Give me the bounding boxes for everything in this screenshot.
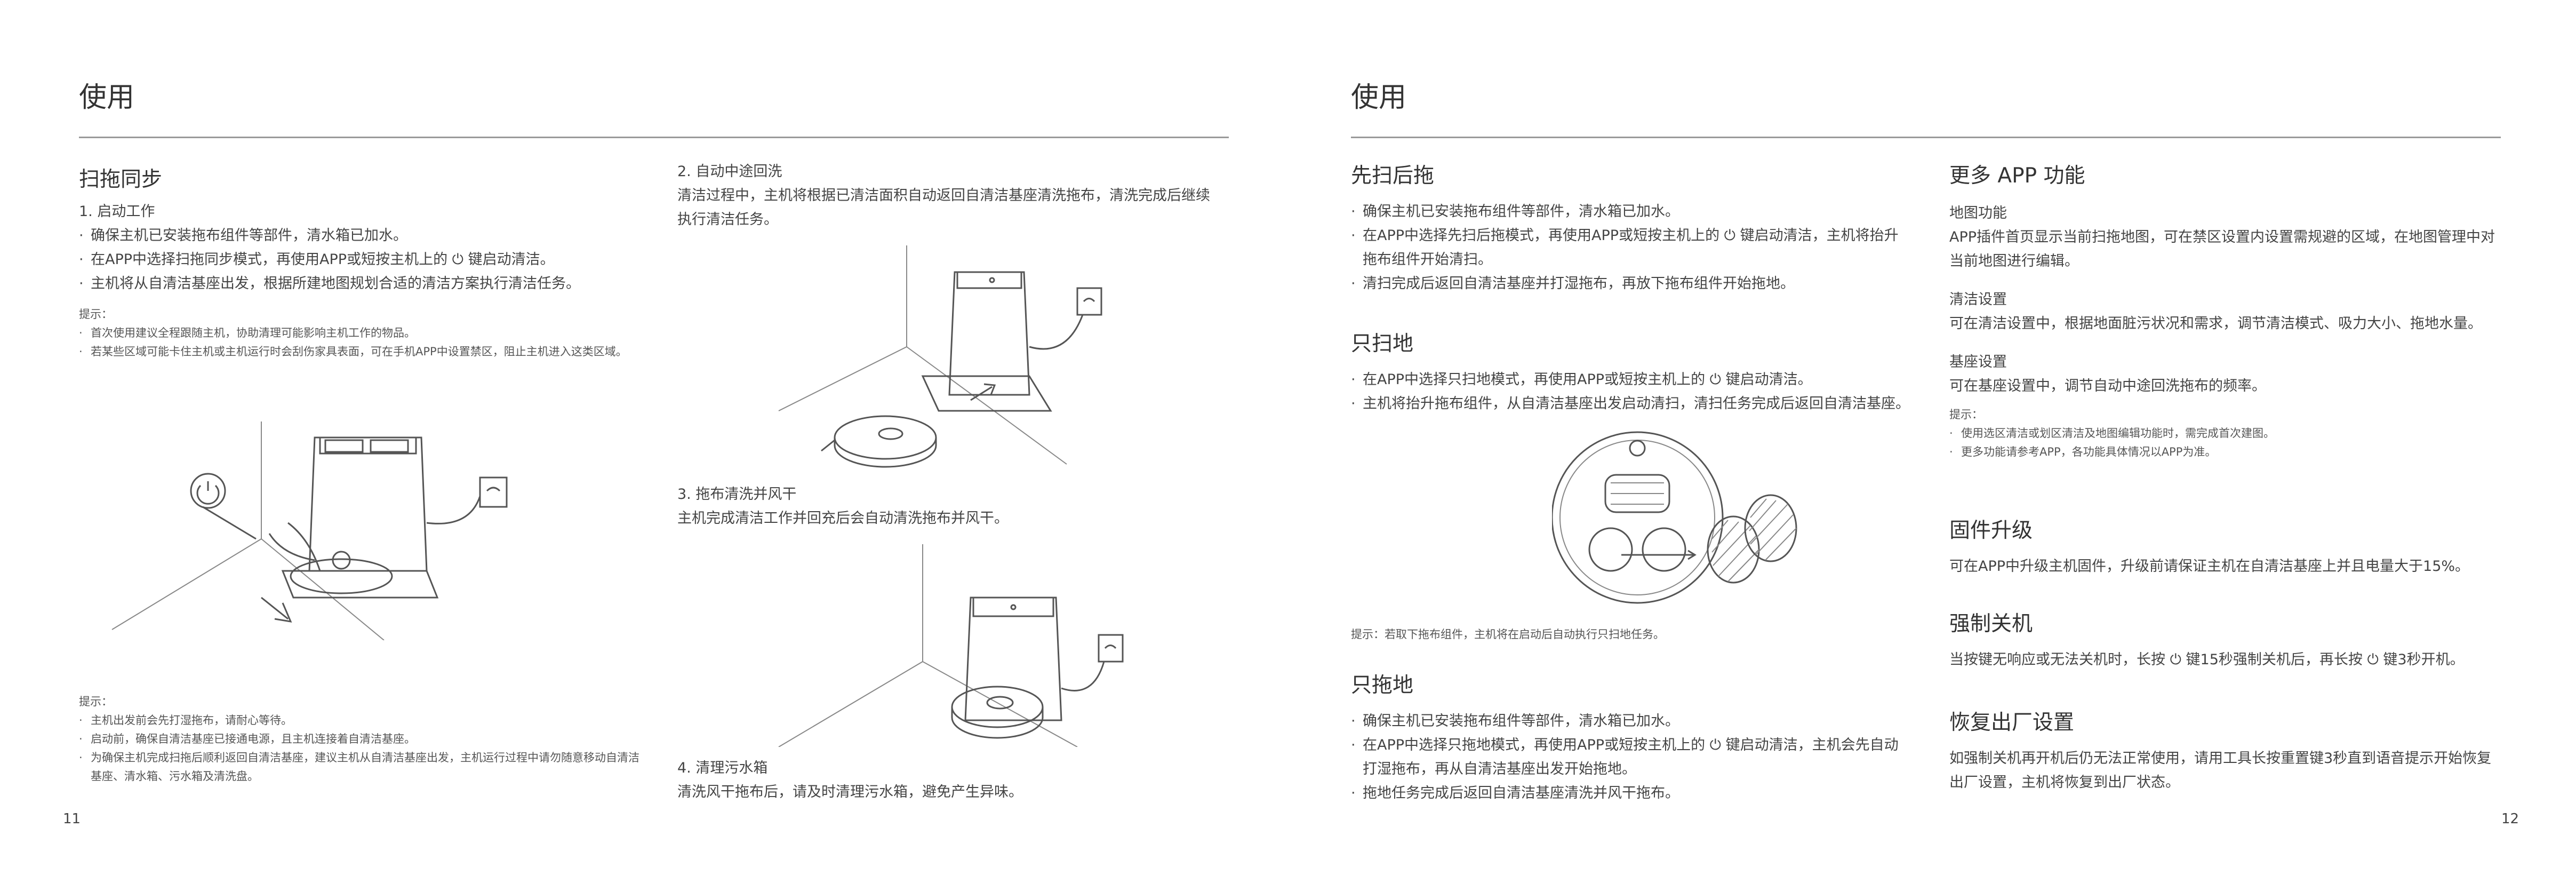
step1-item: 在APP中选择扫拖同步模式，再使用APP或短按主机上的 ⏻ 键启动清洁。 (79, 248, 644, 272)
illustration-remove-mop (1552, 431, 1797, 604)
firmware-heading: 固件升级 (1949, 519, 2033, 543)
mop-only-item: 确保主机已安装拖布组件等部件，清水箱已加水。 (1351, 709, 1900, 733)
more-app-tip-label: 提示： (1949, 408, 1983, 421)
step1-title: 1. 启动工作 (79, 203, 155, 220)
step1-tip-label: 提示： (79, 308, 113, 321)
clean-settings-title: 清洁设置 (1949, 291, 2007, 308)
sweep-only-block: 只扫地 在APP中选择只扫地模式，再使用APP或短按主机上的 ⏻ 键启动清洁。 … (1351, 328, 1922, 416)
step1-tip: 若某些区域可能卡住主机或主机运行时会刮伤家具表面，可在手机APP中设置禁区，阻止… (79, 343, 645, 361)
mop-only-item: 拖地任务完成后返回自清洁基座清洗并风干拖布。 (1351, 781, 1900, 805)
sweep-only-item: 在APP中选择只扫地模式，再使用APP或短按主机上的 ⏻ 键启动清洁。 (1351, 368, 1922, 392)
bottom-tip: 启动前，确保自清洁基座已接通电源，且主机连接着自清洁基座。 (79, 730, 644, 749)
sweep-only-tip: 提示：若取下拖布组件，主机将在启动后自动执行只扫地任务。 (1351, 628, 1665, 641)
bottom-tip-label: 提示： (79, 695, 113, 708)
sweep-then-mop-heading: 先扫后拖 (1351, 164, 1435, 188)
bottom-tip: 为确保主机完成扫拖后顺利返回自清洁基座，建议主机从自清洁基座出发，主机运行过程中… (79, 749, 645, 786)
factory-reset-block: 恢复出厂设置 如强制关机再开机后仍无法正常使用，请用工具长按重置键3秒直到语音提… (1949, 707, 2504, 794)
more-app-tip: 使用选区清洁或划区清洁及地图编辑功能时，需完成首次建图。 (1949, 424, 2504, 443)
firmware-block: 固件升级 可在APP中升级主机固件，升级前请保证主机在自清洁基座上并且电量大于1… (1949, 515, 2504, 578)
illustration-mop-wash-dry (778, 544, 1124, 747)
sweep-then-mop-block: 先扫后拖 确保主机已安装拖布组件等部件，清水箱已加水。 在APP中选择先扫后拖模… (1351, 160, 1900, 296)
map-function-title: 地图功能 (1949, 205, 2007, 221)
illustration-auto-return-wash (778, 245, 1102, 468)
step1-tip: 首次使用建议全程跟随主机，协助清理可能影响主机工作的物品。 (79, 324, 644, 343)
map-function-text: APP插件首页显示当前扫拖地图，可在禁区设置内设置需规避的区域，在地图管理中对当… (1949, 229, 2495, 269)
step1-block: 1. 启动工作 确保主机已安装拖布组件等部件，清水箱已加水。 在APP中选择扫拖… (79, 200, 644, 361)
step1-item: 主机将从自清洁基座出发，根据所建地图规划合适的清洁方案执行清洁任务。 (79, 272, 644, 296)
sweep-then-mop-item: 在APP中选择先扫后拖模式，再使用APP或短按主机上的 ⏻ 键启动清洁，主机将抬… (1351, 224, 1900, 272)
step2-title: 2. 自动中途回洗 (677, 163, 782, 180)
clean-settings-text: 可在清洁设置中，根据地面脏污状况和需求，调节清洁模式、吸力大小、拖地水量。 (1949, 315, 2482, 332)
more-app-block: 更多 APP 功能 地图功能 APP插件首页显示当前扫拖地图，可在禁区设置内设置… (1949, 160, 2504, 462)
mop-only-item: 在APP中选择只拖地模式，再使用APP或短按主机上的 ⏻ 键启动清洁，主机会先自… (1351, 733, 1900, 781)
sweep-only-heading: 只扫地 (1351, 332, 1414, 356)
illustration-start-cleaning (111, 421, 508, 640)
mop-only-heading: 只拖地 (1351, 673, 1414, 697)
base-settings-text: 可在基座设置中，调节自动中途回洗拖布的频率。 (1949, 378, 2266, 394)
base-settings-title: 基座设置 (1949, 354, 2007, 370)
force-off-heading: 强制关机 (1949, 612, 2033, 636)
step3-text: 主机完成清洁工作并回充后会自动清洗拖布并风干。 (677, 510, 1009, 527)
force-off-text: 当按键无响应或无法关机时，长按 ⏻ 键15秒强制关机后，再长按 ⏻ 键3秒开机。 (1949, 651, 2465, 668)
force-off-block: 强制关机 当按键无响应或无法关机时，长按 ⏻ 键15秒强制关机后，再长按 ⏻ 键… (1949, 608, 2504, 672)
left-page-number: 11 (63, 811, 81, 827)
right-page-title: 使用 (1351, 82, 1407, 114)
mop-only-block: 只拖地 确保主机已安装拖布组件等部件，清水箱已加水。 在APP中选择只拖地模式，… (1351, 670, 1900, 805)
right-page-number: 12 (2501, 811, 2519, 827)
sweep-only-item: 主机将抬升拖布组件，从自清洁基座出发启动清扫，清扫任务完成后返回自清洁基座。 (1351, 392, 1922, 416)
step2-block: 2. 自动中途回洗 清洁过程中，主机将根据已清洁面积自动返回自清洁基座清洗拖布，… (677, 160, 1224, 232)
step3-block: 3. 拖布清洗并风干 主机完成清洁工作并回充后会自动清洗拖布并风干。 (677, 483, 1224, 530)
step1-item: 确保主机已安装拖布组件等部件，清水箱已加水。 (79, 224, 644, 248)
firmware-text: 可在APP中升级主机固件，升级前请保证主机在自清洁基座上并且电量大于15%。 (1949, 558, 2470, 575)
more-app-tip: 更多功能请参考APP，各功能具体情况以APP为准。 (1949, 443, 2504, 462)
sweep-then-mop-item: 清扫完成后返回自清洁基座并打湿拖布，再放下拖布组件开始拖地。 (1351, 272, 1900, 296)
step2-text: 清洁过程中，主机将根据已清洁面积自动返回自清洁基座清洗拖布，清洗完成后继续执行清… (677, 187, 1210, 228)
factory-reset-text: 如强制关机再开机后仍无法正常使用，请用工具长按重置键3秒直到语音提示开始恢复出厂… (1949, 750, 2492, 791)
right-title-divider (1351, 137, 2501, 138)
step4-block: 4. 清理污水箱 清洗风干拖布后，请及时清理污水箱，避免产生异味。 (677, 757, 1224, 804)
factory-reset-heading: 恢复出厂设置 (1949, 711, 2075, 735)
bottom-tips-block: 提示： 主机出发前会先打湿拖布，请耐心等待。 启动前，确保自清洁基座已接通电源，… (79, 693, 644, 786)
bottom-tip: 主机出发前会先打湿拖布，请耐心等待。 (79, 711, 644, 730)
left-title-divider (79, 137, 1229, 138)
more-app-heading: 更多 APP 功能 (1949, 164, 2085, 188)
section-heading-sweep-mop-sync: 扫拖同步 (79, 168, 163, 192)
step3-title: 3. 拖布清洗并风干 (677, 486, 797, 503)
sweep-then-mop-item: 确保主机已安装拖布组件等部件，清水箱已加水。 (1351, 200, 1900, 224)
step4-title: 4. 清理污水箱 (677, 760, 768, 776)
left-page-title: 使用 (79, 82, 135, 114)
step4-text: 清洗风干拖布后，请及时清理污水箱，避免产生异味。 (677, 784, 1023, 800)
